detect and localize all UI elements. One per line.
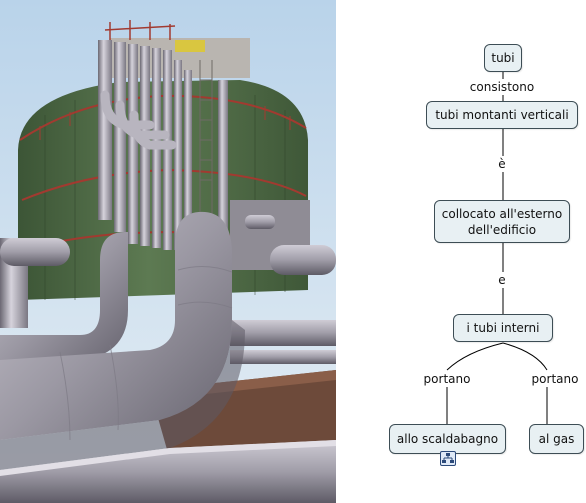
node-tubi[interactable]: tubi <box>484 44 522 72</box>
node-tubi-montanti-verticali[interactable]: tubi montanti verticali <box>426 101 578 129</box>
node-collocato-esterno[interactable]: collocato all'esterno dell'edificio <box>434 200 570 243</box>
submap-icon-glyph <box>442 453 454 463</box>
industrial-pipes-photo <box>0 0 336 503</box>
link-label-e-accent: è <box>496 156 508 172</box>
concept-map: tubi consistono tubi montanti verticali … <box>336 0 586 503</box>
link-label-consistono: consistono <box>467 79 537 95</box>
node-tubi-interni[interactable]: i tubi interni <box>453 314 553 342</box>
node-allo-scaldabagno[interactable]: allo scaldabagno <box>389 424 506 454</box>
link-label-portano-right: portano <box>529 371 581 387</box>
node-al-gas[interactable]: al gas <box>529 424 584 454</box>
submap-icon[interactable] <box>440 451 456 466</box>
link-label-e: e <box>496 272 508 288</box>
link-label-portano-left: portano <box>421 371 473 387</box>
